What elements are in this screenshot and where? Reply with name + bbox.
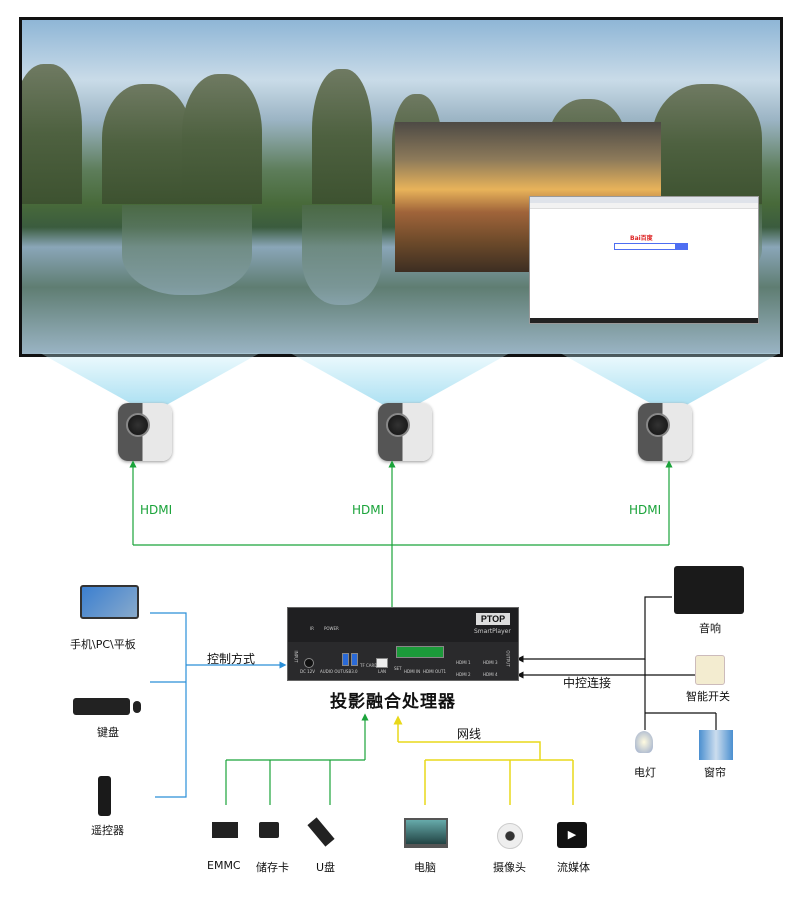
camera-icon <box>497 823 523 849</box>
control-method-label: 控制方式 <box>207 652 256 666</box>
output-port-label: HDMI 4 <box>483 672 498 677</box>
streaming-media-icon: ▶ <box>557 822 587 848</box>
power-label: POWER <box>324 626 339 631</box>
sd-card-icon <box>259 822 279 838</box>
port-label: HDMI IN <box>404 669 421 674</box>
model-label: SmartPlayer <box>474 628 511 635</box>
central-item-label: 智能开关 <box>686 690 730 703</box>
port-label: USB3.0 <box>343 669 358 674</box>
curtain-icon <box>699 730 733 760</box>
device-title: 投影融合处理器 <box>330 692 456 712</box>
projector <box>378 403 432 461</box>
hdmi-label: HDMI <box>629 503 662 517</box>
overlay-window-browser: Bai百度 <box>529 196 759 324</box>
remote-icon <box>98 776 111 816</box>
network-cable-label: 网线 <box>457 727 482 741</box>
browser-search-button <box>675 243 688 250</box>
laptop-icon <box>404 818 448 848</box>
hdmi-label: HDMI <box>352 503 385 517</box>
device-front-panel: IR POWER PTOP SmartPlayer <box>288 608 518 642</box>
lamp-icon <box>635 731 653 753</box>
central-item-label: 窗帘 <box>704 766 726 779</box>
input-label: INPUT <box>293 650 299 663</box>
output-port-label: HDMI 1 <box>456 660 471 665</box>
keyboard-icon <box>73 698 130 715</box>
fusion-processor: IR POWER PTOP SmartPlayer INPUT OUTPUT D… <box>287 607 519 681</box>
hdmi-label: HDMI <box>140 503 173 517</box>
network-item-label: 摄像头 <box>493 861 526 874</box>
network-lines <box>393 715 574 805</box>
port-label: LAN <box>378 669 387 674</box>
port-label: SET <box>394 666 402 671</box>
smart-switch-icon <box>695 655 725 685</box>
central-control-label: 中控连接 <box>563 676 612 690</box>
devices-icon <box>80 585 139 619</box>
control-item-label: 键盘 <box>97 726 119 739</box>
control-item-label: 手机\PC\平板 <box>70 638 136 651</box>
terminal-block <box>396 646 444 658</box>
storage-lines <box>225 713 369 805</box>
central-lines <box>516 596 717 730</box>
port-label: HDMI OUT1 <box>423 669 447 674</box>
output-port-label: HDMI 2 <box>456 672 471 677</box>
brand-logo: PTOP <box>476 613 510 625</box>
emmc-icon <box>212 822 238 838</box>
output-label: OUTPUT <box>505 650 511 667</box>
ir-label: IR <box>310 626 314 631</box>
lan-port <box>376 658 388 668</box>
usb-port <box>351 653 358 666</box>
storage-item-label: EMMC <box>207 859 241 872</box>
port-label: AUDIO OUT <box>320 669 343 674</box>
network-item-label: 流媒体 <box>557 861 590 874</box>
projector <box>638 403 692 461</box>
port-label: DC 12V <box>300 669 315 674</box>
storage-item-label: 储存卡 <box>256 861 289 874</box>
central-item-label: 电灯 <box>634 766 656 779</box>
output-port-label: HDMI 3 <box>483 660 498 665</box>
hdmi-lines <box>129 460 673 607</box>
mouse-icon <box>133 701 141 713</box>
network-item-label: 电脑 <box>414 861 436 874</box>
speaker-icon <box>674 566 744 614</box>
browser-logo: Bai百度 <box>630 235 653 242</box>
control-lines <box>150 612 283 798</box>
storage-item-label: U盘 <box>316 861 336 874</box>
taskbar <box>530 318 758 323</box>
port-label: TF CARD <box>360 663 378 668</box>
dc-port <box>304 658 314 668</box>
usb-port <box>342 653 349 666</box>
control-item-label: 遥控器 <box>91 824 124 837</box>
projector <box>118 403 172 461</box>
central-item-label: 音响 <box>699 622 721 635</box>
